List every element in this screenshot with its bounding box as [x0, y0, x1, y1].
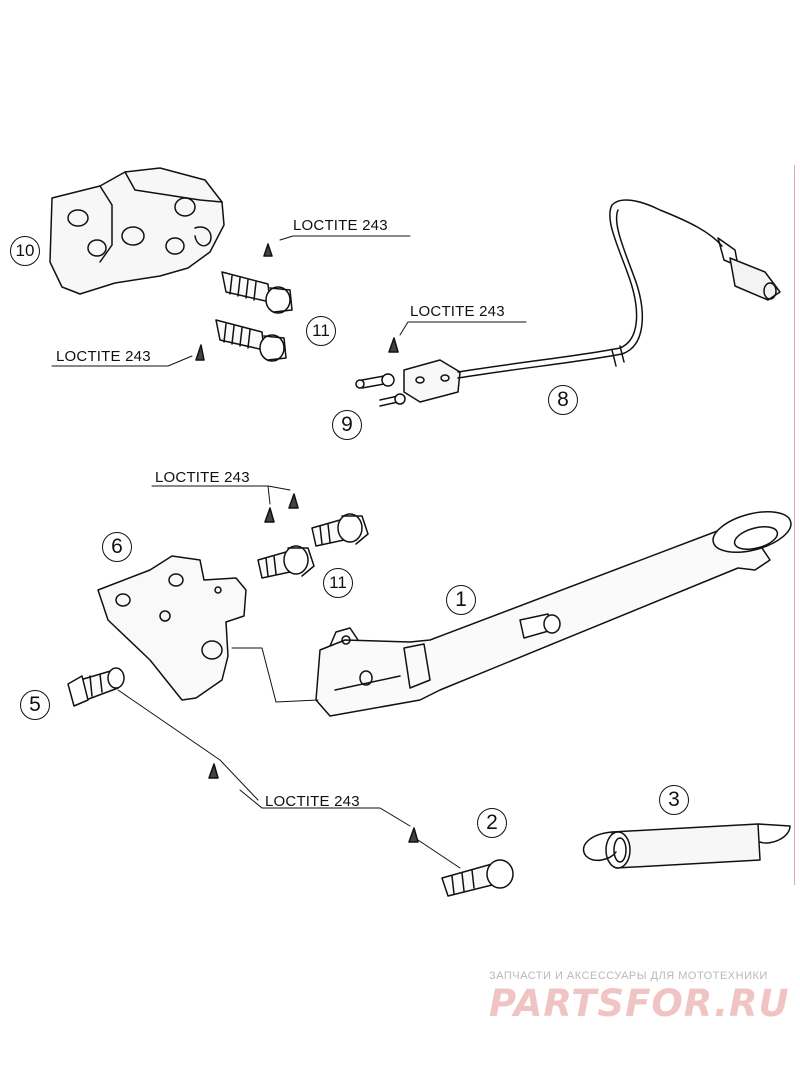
leader-loctite-1 [279, 235, 411, 241]
loctite-drop-5 [288, 493, 299, 509]
callout-2: 2 [477, 808, 507, 838]
callout-10: 10 [10, 236, 40, 266]
part-11-bolt-lower-b [257, 545, 315, 579]
loctite-label-3: LOCTITE 243 [410, 303, 505, 320]
loctite-drop-1 [263, 243, 273, 257]
watermark-tagline: ЗАПЧАСТИ И АКСЕССУАРЫ ДЛЯ МОТОТЕХНИКИ [489, 970, 768, 982]
loctite-label-5: LOCTITE 243 [265, 793, 360, 810]
callout-11-lower: 11 [323, 568, 353, 598]
loctite-drop-4 [264, 507, 275, 523]
loctite-drop-2 [195, 344, 205, 361]
loctite-label-4: LOCTITE 243 [155, 469, 250, 486]
loctite-label-2: LOCTITE 243 [56, 348, 151, 365]
callout-3: 3 [659, 785, 689, 815]
callout-8: 8 [548, 385, 578, 415]
leader-loctite-5 [239, 789, 411, 827]
loctite-drop-6 [208, 763, 219, 779]
loctite-label-1: LOCTITE 243 [293, 217, 388, 234]
part-10-bracket [49, 167, 225, 295]
callout-9: 9 [332, 410, 362, 440]
assembly-line-bolt2 [417, 839, 461, 869]
callout-6: 6 [102, 532, 132, 562]
leader-loctite-2 [51, 355, 193, 367]
assembly-line-plate [231, 647, 319, 703]
part-1-sidestand [315, 511, 792, 717]
leader-loctite-3 [399, 321, 527, 336]
part-11-bolt-lower-a [311, 513, 369, 547]
part-9-screw-a [355, 373, 395, 389]
part-8-sidestand-switch [403, 199, 781, 403]
part-11-bolt-upper-a [221, 271, 293, 314]
assembly-line-pin [117, 689, 259, 801]
part-9-screw-b [379, 393, 406, 407]
part-5-pivot-bolt [67, 667, 125, 707]
loctite-drop-7 [408, 827, 419, 843]
leader-loctite-4 [151, 485, 291, 505]
callout-11-upper: 11 [306, 316, 336, 346]
part-6-mounting-plate [97, 555, 247, 701]
part-11-bolt-upper-b [215, 319, 287, 362]
callout-1: 1 [446, 585, 476, 615]
page-edge-line [794, 165, 795, 885]
loctite-drop-3 [388, 337, 399, 353]
part-2-stud-bolt [441, 859, 514, 897]
watermark-brand: PARTSFOR.RU [489, 982, 790, 1025]
callout-5: 5 [20, 690, 50, 720]
part-3-spring [582, 823, 791, 869]
